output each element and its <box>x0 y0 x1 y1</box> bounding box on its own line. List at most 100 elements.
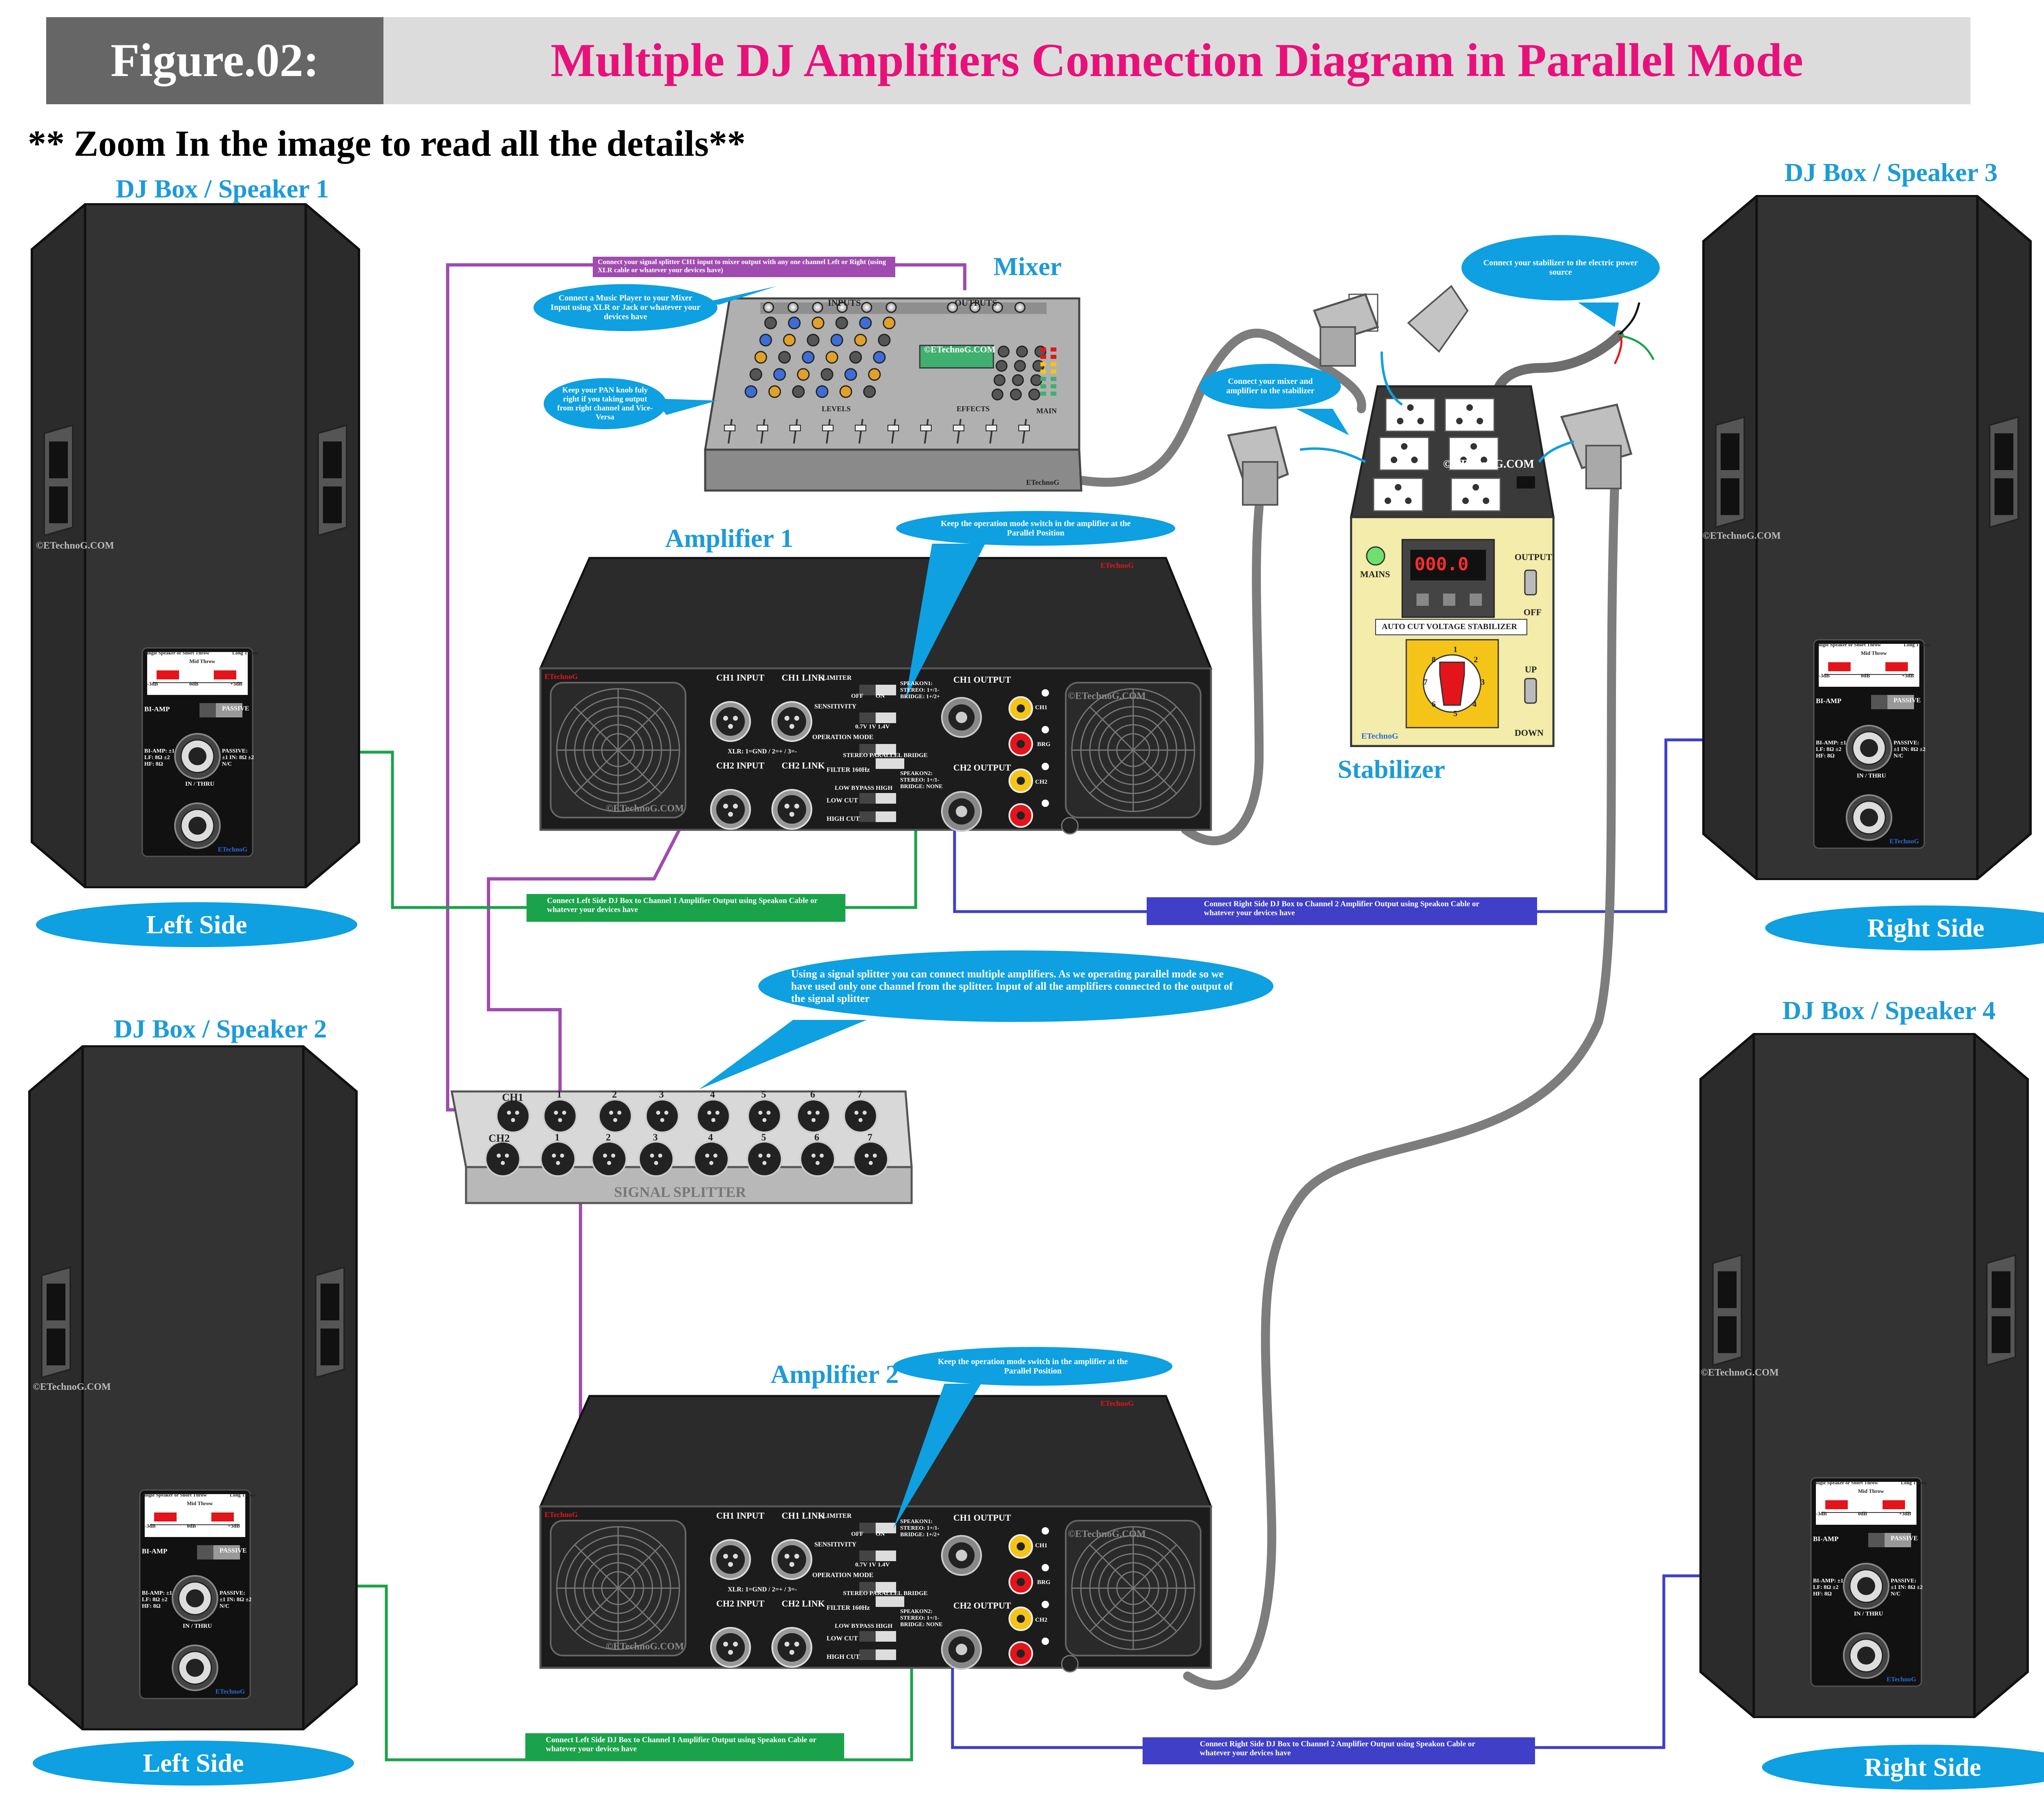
amp-1-sens-values: 0.7V 1V 1.4V <box>855 724 890 730</box>
speaker-4-zero-db: 0dB <box>1858 1510 1867 1517</box>
splitter-port-bottom-5: 5 <box>761 1132 766 1143</box>
speaker-1-passive-spec: PASSIVE: ±1 IN: 8Ω ±2 N/C <box>222 748 254 767</box>
splitter-ch2-label: CH2 <box>489 1132 510 1144</box>
speaker-3-plus-3db: +3dB <box>1902 672 1914 679</box>
speaker-4-mid-throw: Mid Throw <box>1858 1488 1884 1494</box>
stabilizer-device <box>1349 385 1555 747</box>
amp-2-limiter-off: OFF <box>851 1531 863 1537</box>
diagram-title: Multiple DJ Amplifiers Connection Diagra… <box>550 34 1804 87</box>
splitter-port-bottom-4: 4 <box>708 1132 713 1143</box>
plug-amp1 <box>1227 426 1289 506</box>
signal-note-box: Connect your signal splitter CH1 input t… <box>593 257 895 277</box>
amp-1-watermark-2: ©ETechnoG.COM <box>606 803 684 814</box>
amp-2-ch2-output: CH2 OUTPUT <box>953 1600 1011 1611</box>
side-label-speaker-3: Right Side <box>1765 905 2044 950</box>
speaker-4-title: DJ Box / Speaker 4 <box>1782 996 1996 1025</box>
amp-1-ch1-link: CH1 LINK <box>782 672 825 683</box>
splitter-port-top-3: 3 <box>659 1089 664 1100</box>
splitter-port-bottom-2: 2 <box>606 1132 611 1143</box>
note-left-amp2: Connect Left Side DJ Box to Channel 1 Am… <box>525 1733 844 1760</box>
speaker-3-bi-amp-spec: BI-AMP: ±1 LF: 8Ω ±2 HF: 8Ω <box>1816 740 1847 759</box>
amp-2-ch2: CH2 <box>1035 1617 1047 1623</box>
plug-amp2 <box>1560 403 1633 489</box>
amp-2-brand-top: ETechnoG <box>1100 1399 1134 1407</box>
amp-2-limiter-on: ON <box>876 1531 885 1537</box>
amp-1-ch2-output: CH2 OUTPUT <box>953 762 1011 773</box>
amp-2-sens-values: 0.7V 1V 1.4V <box>855 1562 890 1568</box>
speaker-4-single-speaker: Single Speaker or Short Throw <box>1813 1480 1878 1486</box>
note-left-amp1: Connect Left Side DJ Box to Channel 1 Am… <box>527 894 845 922</box>
stabilizer-label: AUTO CUT VOLTAGE STABILIZER <box>1382 622 1517 631</box>
speaker-2-watermark: ©ETechnoG.COM <box>33 1382 111 1392</box>
amp-2-filter-modes: LOW BYPASS HIGH <box>835 1623 893 1629</box>
stabilizer-dial-4: 4 <box>1472 700 1477 709</box>
mixer-main-label: MAIN <box>1036 407 1057 415</box>
amp-2-watermark: ©ETechnoG.COM <box>1068 1529 1146 1539</box>
amp-2-operation-mode: OPERATION MODE <box>812 1572 874 1579</box>
callout-tail-amp1 <box>905 544 985 699</box>
mains-wire-black <box>1618 302 1641 336</box>
speaker-3-brand: ETechnoG <box>1889 838 1919 845</box>
speaker-2-plus-3db: +3dB <box>228 1523 240 1529</box>
splitter-ch1-label: CH1 <box>502 1091 523 1103</box>
stabilizer-watermark: ©ETechnoG.COM <box>1443 458 1534 471</box>
speaker-3-title: DJ Box / Speaker 3 <box>1784 158 1998 187</box>
splitter-label: SIGNAL SPLITTER <box>614 1184 746 1200</box>
speaker-2-passive: PASSIVE <box>220 1547 247 1554</box>
speaker-2-in-thru: IN / THRU <box>183 1623 212 1629</box>
speaker-2-brand: ETechnoG <box>215 1688 245 1695</box>
speaker-4-plus-3db: +3dB <box>1899 1510 1911 1517</box>
amp-1-ch2-input: CH2 INPUT <box>716 760 764 771</box>
callout-tail-power <box>1578 302 1619 327</box>
cable-amp1-to-stabilizer <box>1181 502 1264 845</box>
splitter-port-bottom-6: 6 <box>814 1132 819 1143</box>
stabilizer-dial-2: 2 <box>1474 655 1478 664</box>
amp-1-xlr: XLR: 1=GND / 2=+ / 3=- <box>728 748 797 755</box>
speaker-4-long-throw: Long Throw <box>1901 1480 1927 1486</box>
speaker-1-bi-amp: BI-AMP <box>144 705 170 713</box>
side-label-speaker-1: Left Side <box>36 902 357 947</box>
stabilizer-output: OUTPUT <box>1515 552 1552 562</box>
callout-music-player: Connect a Music Player to your Mixer Inp… <box>533 284 717 331</box>
wire-splitter-to-amp1 <box>487 723 735 1110</box>
plug-stabilizer <box>1407 285 1469 353</box>
splitter-port-top-7: 7 <box>857 1089 862 1100</box>
stabilizer-dial-6: 6 <box>1432 700 1436 709</box>
amp-1-ch1-input: CH1 INPUT <box>716 672 764 683</box>
amp-1-brand-top: ETechnoG <box>1100 561 1134 569</box>
amp-2-fuse: 8A FUSE <box>1056 1674 1080 1680</box>
speaker-4 <box>1699 1033 2029 1718</box>
amp-1-watermark: ©ETechnoG.COM <box>1068 691 1146 701</box>
splitter-port-top-6: 6 <box>810 1089 815 1100</box>
amp-1-brand-left: ETechnoG <box>545 672 578 681</box>
amplifier-1 <box>539 557 1213 835</box>
speaker-1-title: DJ Box / Speaker 1 <box>116 174 329 203</box>
speaker-1-single-speaker: Single Speaker or Short Throw <box>144 650 210 656</box>
speaker-1-watermark: ©ETechnoG.COM <box>36 540 114 551</box>
amp-1-speakon1: SPEAKON1: STEREO: 1+/1- BRIDGE: 1+/2+ <box>900 681 940 700</box>
callout-splitter: Using a signal splitter you can connect … <box>758 950 1273 1022</box>
zoom-note: ** Zoom In the image to read all the det… <box>28 123 746 164</box>
amp-1-filter-modes: LOW BYPASS HIGH <box>835 785 893 791</box>
amp-1-high-cut: HIGH CUT <box>827 816 860 822</box>
stabilizer-display: 000.0 <box>1414 554 1469 575</box>
speaker-3-mid-throw: Mid Throw <box>1861 650 1887 656</box>
speaker-3-watermark: ©ETechnoG.COM <box>1703 531 1781 541</box>
mixer-inputs-label: INPUTS <box>828 298 861 308</box>
callout-amp2-mode: Keep the operation mode switch in the am… <box>893 1347 1172 1386</box>
amp-2-limiter: LIMITER <box>823 1512 852 1519</box>
speaker-2-long-throw: Long Throw <box>230 1492 256 1498</box>
stabilizer-dial-5: 5 <box>1453 709 1457 718</box>
amp-2-ch2-link: CH2 LINK <box>782 1598 825 1609</box>
splitter-port-top-4: 4 <box>710 1089 715 1100</box>
amp-2-low-cut: LOW CUT <box>827 1635 858 1642</box>
mains-wire-red <box>1614 334 1623 365</box>
figure-label: Figure.02: <box>46 17 383 104</box>
amplifier-1-title: Amplifier 1 <box>665 524 793 553</box>
amp-1-fuse: 8A FUSE <box>1056 836 1080 842</box>
speaker-4-minus-3db: -3dB <box>1816 1510 1827 1517</box>
amp-2-sensitivity: SENSITIVITY <box>814 1541 857 1548</box>
splitter-port-top-1: 1 <box>557 1089 562 1100</box>
amp-1-ch2: CH2 <box>1035 779 1047 785</box>
callout-tail-mixer <box>1296 409 1349 435</box>
